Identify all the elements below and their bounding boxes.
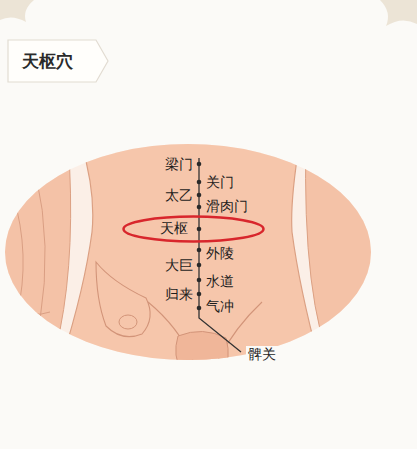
acupoint-label: 梁门: [165, 156, 193, 172]
abdomen-figure: [0, 140, 417, 372]
left-arm: [0, 140, 71, 372]
red-ellipse: [124, 217, 264, 242]
label-anchor: 水道: [206, 272, 234, 290]
title-anchor: 天枢穴: [22, 51, 73, 71]
acupoint-dot: [197, 248, 202, 253]
acupoint-label: 滑肉门: [206, 198, 248, 214]
label-anchor: 太乙: [165, 186, 193, 204]
acupoint-label: 关门: [206, 174, 234, 190]
acupoint-name: 天枢: [160, 220, 188, 238]
acupoint-dot: [197, 180, 202, 185]
label-anchor: 髀关: [246, 345, 278, 363]
acupoint-dot: [197, 205, 202, 210]
highlight-ellipse: 天枢: [122, 215, 265, 243]
label-anchor: 归来: [165, 285, 193, 303]
acupoint-dot: [197, 292, 202, 297]
corner-ornament: [0, 0, 34, 22]
title: 天枢穴: [22, 51, 73, 71]
label-anchor: 滑肉门: [206, 197, 248, 215]
corner-ornament: [380, 0, 417, 26]
label-anchor: 外陵: [206, 244, 234, 262]
meridian-line: [199, 158, 241, 352]
acupoint-dot: [197, 162, 202, 167]
label-anchor: 关门: [206, 173, 234, 191]
acupoint-label: 水道: [206, 273, 234, 289]
acupoint-label: 髀关: [246, 346, 278, 362]
label-anchor: 大巨: [165, 256, 193, 274]
hip-joint: [119, 315, 137, 329]
acupoint-label: 太乙: [165, 187, 193, 203]
acupoint-label: 气冲: [206, 298, 234, 314]
acupoint-label: 外陵: [206, 245, 234, 261]
pubic-region: [176, 331, 229, 372]
acupoint-label: 大巨: [165, 257, 193, 273]
arm-bone-outline: [8, 175, 50, 320]
label-anchor: 梁门: [165, 155, 193, 173]
acupoint-dot: [197, 278, 202, 283]
title-tab: [8, 40, 108, 82]
acupoint-dot: [197, 306, 202, 311]
pelvis-outline: [96, 262, 150, 337]
right-arm: [306, 140, 384, 372]
acupoint-dot: [197, 227, 202, 232]
acupoint-dot: [197, 193, 202, 198]
label-anchor: 气冲: [206, 297, 234, 315]
acupoint-dot: [197, 263, 202, 268]
acupoint-dots: [197, 162, 202, 311]
torso: [58, 140, 322, 372]
acupoint-label: 归来: [165, 286, 193, 302]
ellipse-outline: [122, 215, 265, 243]
